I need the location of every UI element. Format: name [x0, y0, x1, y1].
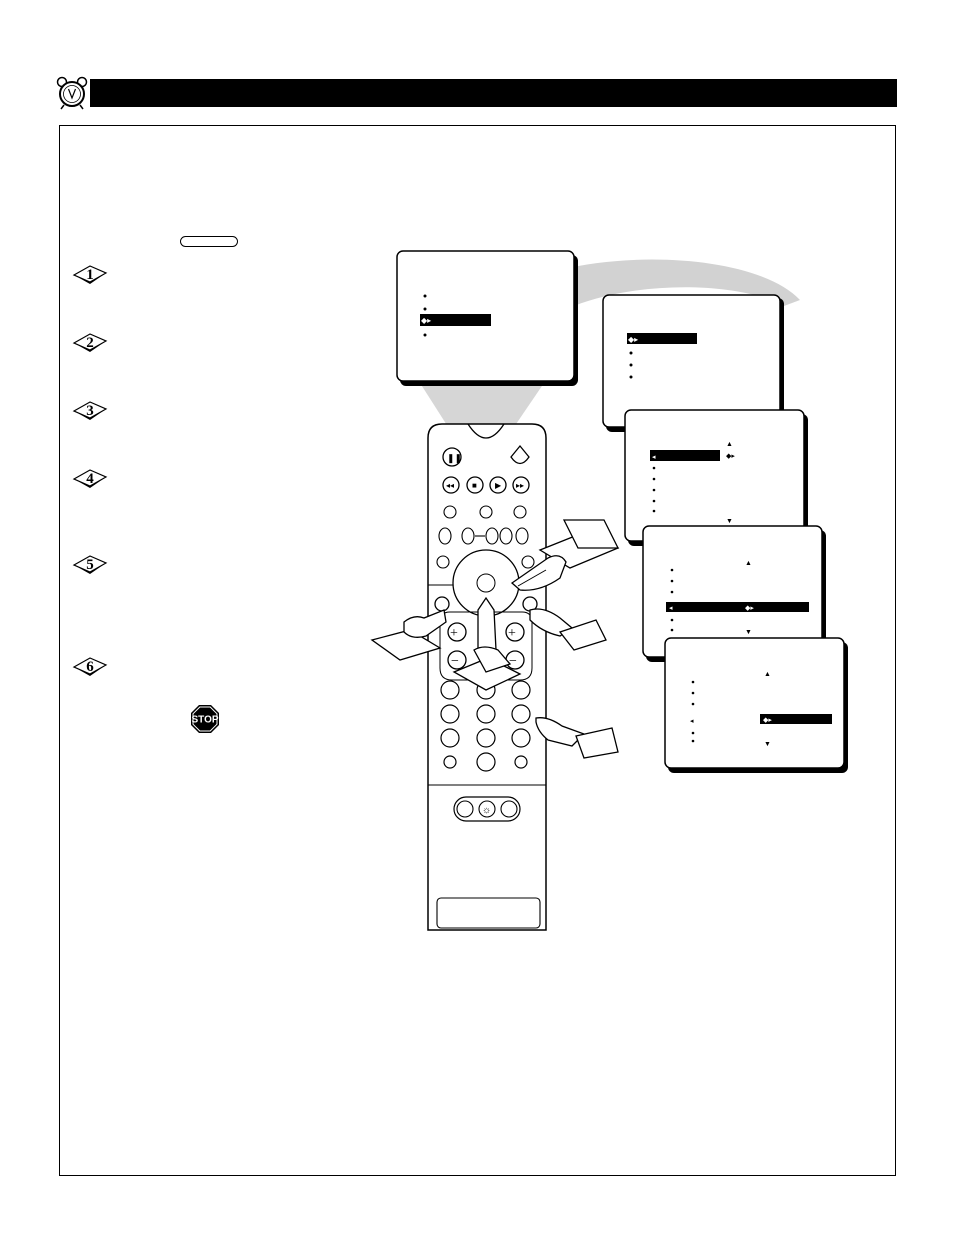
- svg-text:▸▸: ▸▸: [516, 481, 524, 490]
- key-label-box: [180, 236, 238, 247]
- step-1-number: 1: [86, 267, 94, 283]
- step-3-icon: 3: [72, 401, 108, 420]
- svg-text:−: −: [451, 654, 459, 669]
- menu-screen-4: ▲ ◂ ◆▸ ▼: [642, 525, 826, 662]
- step-2-icon: 2: [72, 333, 108, 352]
- svg-text:◂◂: ◂◂: [446, 481, 454, 490]
- svg-text:▼: ▼: [764, 740, 771, 748]
- step-5-icon: 5: [72, 555, 108, 574]
- svg-text:+: +: [450, 626, 458, 641]
- menu-swoosh: [560, 259, 800, 306]
- svg-text:▶: ▶: [495, 481, 502, 490]
- content-frame: [59, 125, 896, 1176]
- svg-text:◂: ◂: [690, 717, 694, 725]
- svg-text:▼: ▼: [745, 628, 752, 636]
- svg-text:▲: ▲: [745, 559, 752, 567]
- step-6-icon: 6: [72, 657, 108, 676]
- hand-right-icon: [529, 608, 607, 651]
- menu-screen-2: ◆▸: [602, 294, 784, 432]
- svg-text:❚❚: ❚❚: [447, 453, 462, 464]
- menu-screen-5: ▲ ◂ ◆▸ ▼: [664, 637, 848, 773]
- svg-text:◆▸: ◆▸: [726, 452, 735, 460]
- step-4-number: 4: [86, 471, 94, 487]
- step-5-number: 5: [86, 557, 94, 573]
- stop-sign-label: STOP: [191, 715, 218, 726]
- svg-text:−: −: [509, 654, 517, 669]
- stop-sign-shape: [191, 705, 219, 733]
- screen-beam: [420, 383, 544, 430]
- svg-text:■: ■: [472, 481, 477, 490]
- step-3-number: 3: [86, 403, 94, 419]
- header-bar: [90, 79, 897, 107]
- step-6-number: 6: [86, 659, 94, 675]
- step-1-icon: 1: [72, 265, 108, 284]
- step-2-number: 2: [86, 335, 94, 351]
- hand-lower-right-icon: [535, 717, 619, 759]
- svg-text:◆▸: ◆▸: [628, 335, 638, 344]
- svg-text:▲: ▲: [726, 440, 733, 448]
- svg-text:☼: ☼: [482, 805, 491, 816]
- alarm-clock-icon: [56, 76, 88, 110]
- svg-text:◆▸: ◆▸: [421, 316, 431, 325]
- svg-text:◂: ◂: [652, 453, 656, 461]
- menu-screen-1: ◆▸: [396, 250, 578, 386]
- svg-text:◂: ◂: [669, 604, 673, 612]
- svg-text:+: +: [508, 626, 516, 641]
- svg-text:▼: ▼: [726, 517, 733, 525]
- step-4-icon: 4: [72, 469, 108, 488]
- hand-left-icon: [370, 609, 447, 661]
- svg-text:▲: ▲: [764, 670, 771, 678]
- hand-center-icon: [452, 596, 522, 691]
- hand-upper-right-icon: [510, 519, 620, 591]
- svg-text:◆▸: ◆▸: [745, 604, 754, 612]
- svg-text:◆▸: ◆▸: [763, 716, 772, 724]
- stop-sign-icon: STOP: [191, 705, 219, 733]
